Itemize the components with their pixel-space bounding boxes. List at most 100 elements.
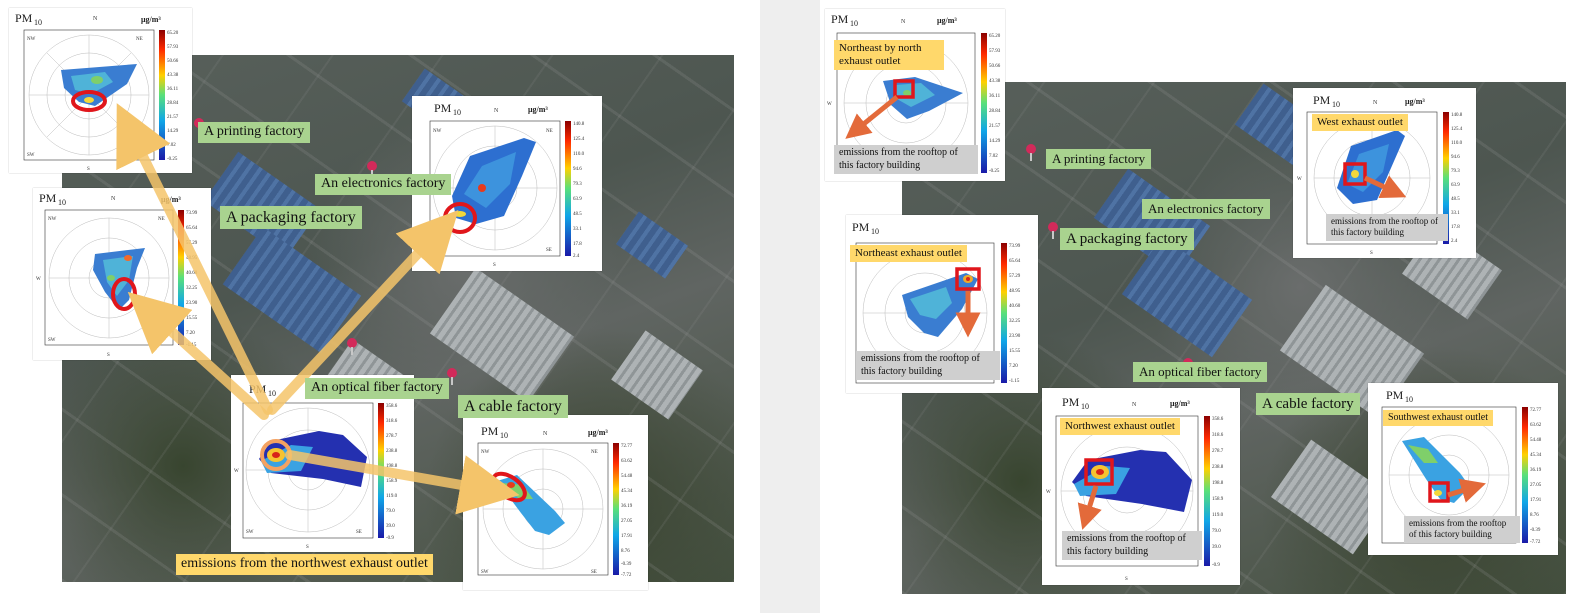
- compass-nw: NW: [481, 450, 490, 455]
- compass-sw: SW: [27, 153, 35, 158]
- colorbar-tick: 2.4: [1451, 239, 1458, 244]
- map-pin[interactable]: [1048, 222, 1058, 239]
- plot-unit: μg/m³: [528, 105, 548, 114]
- plot-title: PM: [1062, 395, 1080, 409]
- colorbar-tick: 79.3: [1451, 169, 1460, 174]
- plot-title-subscript: 10: [58, 198, 66, 207]
- compass-s: S: [1370, 251, 1373, 256]
- panel-gutter: [760, 0, 820, 613]
- map-pin[interactable]: [347, 338, 357, 355]
- colorbar-tick: 8.76: [621, 549, 630, 554]
- marker-square: [955, 267, 981, 291]
- colorbar-tick: 14.29: [167, 129, 179, 134]
- emission-arrow: [1447, 478, 1486, 503]
- colorbar-tick: 17.8: [1451, 225, 1460, 230]
- colorbar-tick: 7.20: [1009, 364, 1018, 369]
- colorbar-tick: 72.77: [1530, 408, 1542, 413]
- plot-title-subscript: 10: [453, 108, 461, 117]
- colorbar-tick: 140.8: [573, 122, 585, 127]
- colorbar-tick: 33.1: [1451, 211, 1460, 216]
- plot-unit: μg/m³: [161, 195, 181, 204]
- colorbar-tick: 238.8: [386, 449, 398, 454]
- plot-title-subscript: 10: [1081, 402, 1089, 411]
- colorbar-tick: 40.60: [1009, 304, 1021, 309]
- plot-title: PM: [39, 191, 57, 205]
- plot-title: PM: [831, 12, 849, 26]
- colorbar-tick: 63.9: [573, 197, 582, 202]
- compass-w: W: [1046, 490, 1051, 495]
- label-optical-fiber-factory: An optical fiber factory: [1133, 362, 1268, 382]
- plot-title: PM: [481, 424, 499, 438]
- colorbar-tick: 43.38: [989, 79, 1001, 84]
- plot-title: PM: [852, 220, 870, 234]
- colorbar-tick: -0.9: [1212, 563, 1220, 568]
- arrow-to-electronics: [267, 210, 459, 415]
- map-pin[interactable]: [447, 368, 457, 385]
- note-northeast-by-north-outlet: Northeast by north exhaust outlet: [834, 40, 944, 71]
- colorbar-tick: 54.48: [621, 474, 633, 479]
- compass-ne: NE: [136, 37, 143, 42]
- label-optical-fiber-factory: An optical fiber factory: [305, 378, 449, 399]
- note-southwest-outlet: Southwest exhaust outlet: [1383, 410, 1493, 426]
- note-rooftop-optical: emissions from the rooftop of this facto…: [1062, 531, 1202, 560]
- colorbar-tick: 27.05: [1530, 483, 1542, 488]
- colorbar-tick: -0.39: [621, 562, 632, 567]
- compass-s: S: [493, 263, 496, 268]
- label-packaging-factory: A packaging factory: [220, 206, 362, 230]
- compass-ne: NE: [546, 129, 553, 134]
- colorbar-tick: 27.05: [621, 519, 633, 524]
- colorbar-tick: 79.0: [1212, 529, 1221, 534]
- colorbar-tick: 65.20: [989, 34, 1001, 39]
- colorbar-tick: 28.84: [989, 109, 1001, 114]
- colorbar-tick: 198.8: [1212, 481, 1224, 486]
- colorbar-tick: 318.6: [1212, 433, 1224, 438]
- marker-square: [1428, 481, 1450, 503]
- label-cable-factory: A cable factory: [458, 395, 568, 419]
- plot-unit: μg/m³: [141, 15, 161, 24]
- colorbar-tick: 54.48: [1530, 438, 1542, 443]
- colorbar-tick: 21.57: [989, 124, 1001, 129]
- plot-title: PM: [1386, 388, 1404, 402]
- plot-title-subscript: 10: [871, 227, 879, 236]
- colorbar-tick: 65.20: [167, 31, 179, 36]
- colorbar-tick: 198.8: [386, 464, 398, 469]
- colorbar-tick: 158.9: [386, 479, 398, 484]
- compass-se: SE: [591, 570, 597, 575]
- plot-title-subscript: 10: [850, 19, 858, 28]
- compass-sw: SW: [481, 570, 489, 575]
- colorbar-tick: 39.0: [386, 524, 395, 529]
- note-rooftop-packaging: emissions from the rooftop of this facto…: [856, 351, 1000, 380]
- map-pin[interactable]: [1026, 144, 1036, 161]
- colorbar-tick: 23.90: [1009, 334, 1021, 339]
- colorbar-tick: 65.64: [186, 226, 198, 231]
- marker-square: [893, 79, 915, 99]
- colorbar-tick: 7.02: [989, 154, 998, 159]
- colorbar-tick: 39.0: [1212, 545, 1221, 550]
- colorbar-tick: 36.19: [621, 504, 633, 509]
- plot-title: PM: [434, 101, 452, 115]
- compass-n: N: [1132, 402, 1137, 408]
- colorbar-tick: 17.91: [1530, 498, 1542, 503]
- colorbar-tick: 2.4: [573, 254, 580, 259]
- label-printing-factory: A printing factory: [198, 122, 311, 143]
- compass-nw: NW: [433, 129, 442, 134]
- marker-square: [1343, 162, 1367, 186]
- colorbar-tick: 43.38: [167, 73, 179, 78]
- compass-w: W: [36, 277, 41, 282]
- colorbar-tick: -1.15: [1009, 379, 1020, 384]
- colorbar-tick: 65.64: [1009, 259, 1021, 264]
- compass-s: S: [306, 545, 309, 550]
- colorbar-tick: 21.57: [167, 115, 179, 120]
- note-rooftop-electronics: emissions from the rooftop of this facto…: [1326, 214, 1448, 241]
- colorbar-tick: 50.66: [167, 59, 179, 64]
- colorbar: 65.20 57.93 50.66 43.38 36.11 28.84 21.5…: [159, 30, 179, 162]
- colorbar-tick: 119.0: [1212, 513, 1224, 518]
- plot-title-subscript: 10: [1332, 100, 1340, 109]
- label-printing-factory: A printing factory: [1046, 149, 1152, 169]
- colorbar-tick: 40.60: [186, 271, 198, 276]
- colorbar-tick: -0.25: [167, 157, 178, 162]
- compass-w: W: [1297, 177, 1302, 182]
- compass-s: S: [107, 353, 110, 358]
- colorbar-tick: -0.39: [1530, 528, 1541, 533]
- colorbar-tick: 57.93: [167, 45, 179, 50]
